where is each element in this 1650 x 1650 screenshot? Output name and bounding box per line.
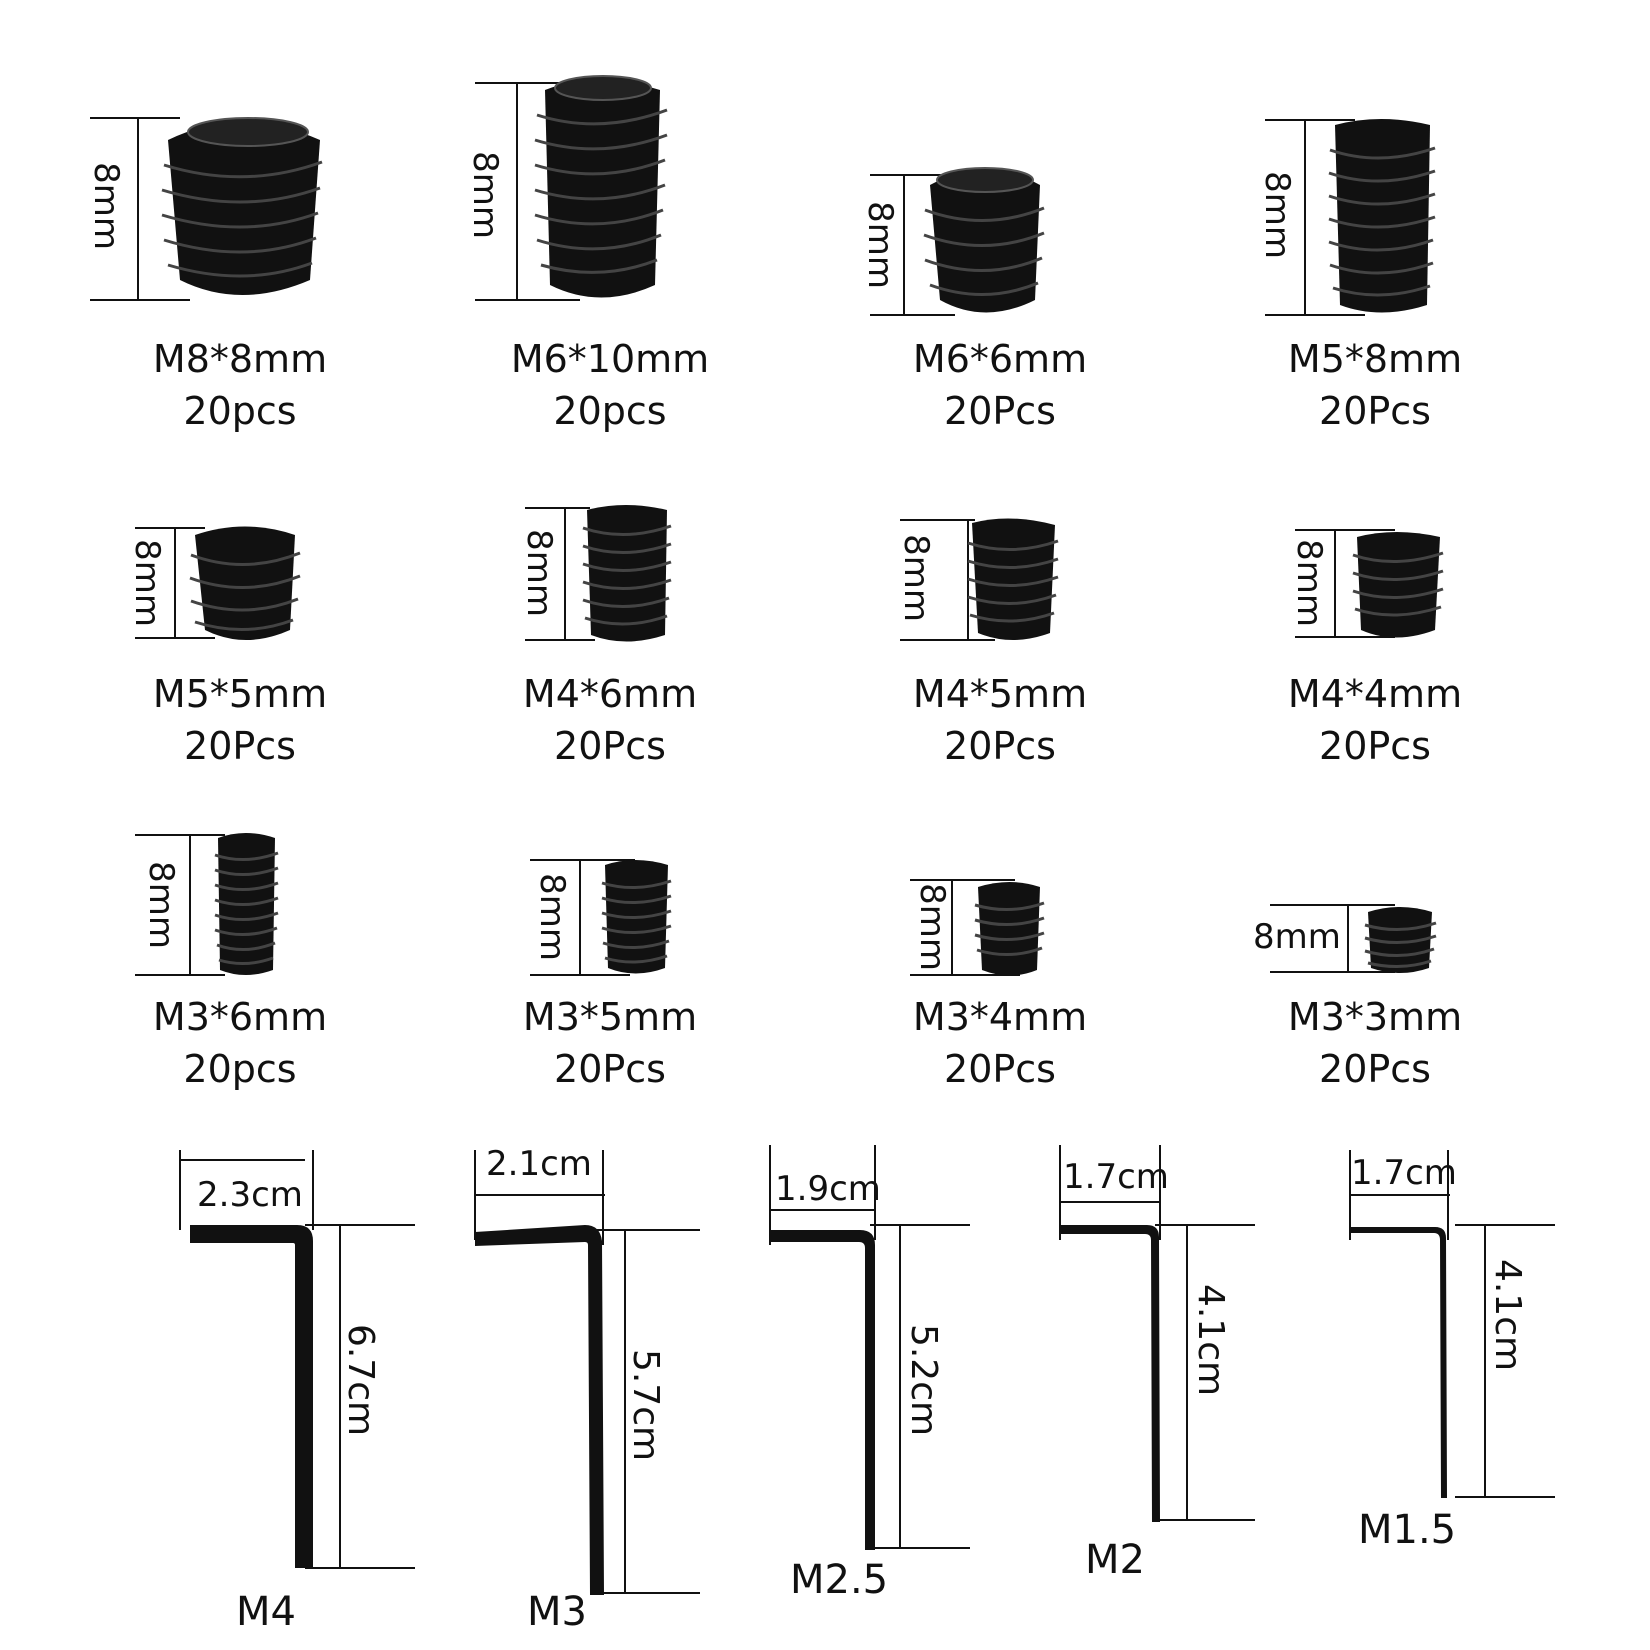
height-dimension: 8mm (860, 201, 900, 289)
height-dimension: 8mm (465, 151, 505, 239)
height-dimension: 8mm (1257, 171, 1297, 259)
hex-key-m4: 2.3cm 6.7cm (175, 1140, 415, 1580)
hex-key-size-label: M3 (527, 1589, 587, 1635)
screw-thread-label: M4*4mm (1287, 672, 1463, 716)
hex-key-image (1349, 1150, 1555, 1498)
width-dimension: 1.9cm (775, 1169, 881, 1209)
screw-image (900, 518, 1059, 641)
screw-qty-label: 20Pcs (944, 389, 1056, 433)
screw-image (135, 833, 279, 976)
screw-image (1295, 529, 1444, 638)
height-dimension: 8mm (141, 861, 181, 949)
screw-thread-label: M6*6mm (912, 337, 1088, 381)
screw-image (475, 75, 668, 301)
hex-key-m2: 1.7cm 4.1cm (1055, 1140, 1275, 1540)
screw-qty-label: 20Pcs (944, 724, 1056, 768)
height-dimension: 8mm (1253, 917, 1341, 957)
screw-image (1270, 904, 1437, 973)
screw-thread-label: M4*6mm (522, 672, 698, 716)
width-dimension: 2.3cm (197, 1175, 303, 1215)
screw-thread-label: M5*8mm (1287, 337, 1463, 381)
set-screw-m5x8: 8mm (1257, 115, 1485, 325)
hex-key-size-label: M4 (236, 1589, 296, 1635)
screw-thread-label: M4*5mm (912, 672, 1088, 716)
set-screw-m3x5: 8mm (530, 855, 700, 985)
screw-qty-label: 20Pcs (1319, 1047, 1431, 1091)
length-dimension: 5.7cm (625, 1348, 666, 1462)
screw-qty-label: 20pcs (183, 389, 297, 433)
hex-key-image (179, 1150, 415, 1569)
hex-key-image (474, 1150, 700, 1595)
screw-image (135, 526, 301, 640)
screw-qty-label: 20Pcs (554, 724, 666, 768)
screw-thread-label: M8*8mm (152, 337, 328, 381)
set-screw-m4x6: 8mm (519, 500, 705, 650)
screw-qty-label: 20Pcs (554, 1047, 666, 1091)
set-screw-m3x6: 8mm (135, 830, 305, 980)
screw-image (1265, 119, 1436, 316)
set-screw-m3x4: 8mm (910, 875, 1070, 985)
screw-qty-label: 20Pcs (1319, 724, 1431, 768)
hex-key-m2-5: 1.9cm 5.2cm (765, 1140, 985, 1570)
screw-qty-label: 20pcs (553, 389, 667, 433)
hex-key-m3: 2.1cm 5.7cm (470, 1135, 710, 1605)
set-screw-m4x5: 8mm (896, 515, 1080, 645)
hex-key-m1-5: 1.7cm 4.1cm (1345, 1140, 1565, 1510)
screw-thread-label: M5*5mm (152, 672, 328, 716)
hex-key-size-label: M2 (1085, 1537, 1145, 1583)
screw-qty-label: 20Pcs (1319, 389, 1431, 433)
length-dimension: 5.2cm (903, 1323, 944, 1437)
set-screw-m8x8: 8mm (86, 110, 350, 310)
hex-key-image (769, 1145, 970, 1550)
hex-key-size-label: M1.5 (1358, 1507, 1457, 1553)
height-dimension: 8mm (896, 534, 936, 622)
set-screw-m3x3 (1270, 900, 1480, 980)
set-screw-m4x4: 8mm (1289, 525, 1475, 645)
length-dimension: 4.1cm (1190, 1283, 1231, 1397)
height-dimension: 8mm (127, 539, 167, 627)
set-screw-m6x10: 8mm (465, 70, 735, 320)
screw-thread-label: M3*5mm (522, 995, 698, 1039)
screw-qty-label: 20Pcs (184, 724, 296, 768)
screw-thread-label: M3*4mm (912, 995, 1088, 1039)
screw-thread-label: M3*6mm (152, 995, 328, 1039)
height-dimension: 8mm (532, 873, 572, 961)
screw-thread-label: M6*10mm (510, 337, 710, 381)
width-dimension: 2.1cm (486, 1144, 592, 1184)
screw-image (870, 167, 1045, 316)
screw-qty-label: 20Pcs (944, 1047, 1056, 1091)
height-dimension: 8mm (86, 162, 126, 250)
width-dimension: 1.7cm (1063, 1157, 1169, 1197)
height-dimension: 8mm (912, 883, 952, 971)
set-screw-m6x6: 8mm (860, 160, 1110, 320)
screw-qty-label: 20pcs (183, 1047, 297, 1091)
length-dimension: 6.7cm (340, 1323, 381, 1437)
width-dimension: 1.7cm (1351, 1153, 1457, 1193)
screw-image (910, 879, 1045, 976)
set-screw-m5x5: 8mm (127, 520, 335, 650)
screw-image (90, 117, 323, 301)
screw-image (525, 505, 672, 642)
screw-thread-label: M3*3mm (1287, 995, 1463, 1039)
length-dimension: 4.1cm (1487, 1258, 1528, 1372)
hex-key-size-label: M2.5 (790, 1557, 889, 1603)
height-dimension: 8mm (1289, 539, 1329, 627)
height-dimension: 8mm (519, 529, 559, 617)
hex-key-image (1059, 1145, 1255, 1522)
screw-image (530, 859, 672, 976)
